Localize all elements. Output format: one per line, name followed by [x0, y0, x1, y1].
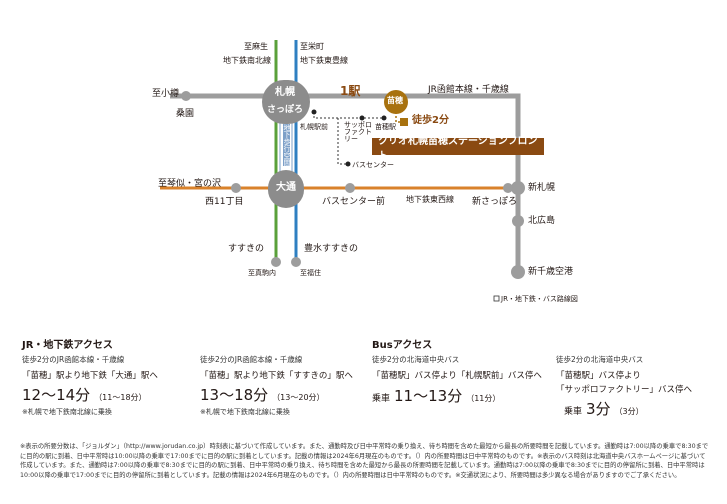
label-makomanai: 至真駒内: [248, 269, 276, 277]
property-name-banner: クリオ札幌苗穂ステーションフロント: [372, 136, 544, 162]
rail-route1-line2: 「苗穂」駅より地下鉄「大通」駅へ: [22, 371, 158, 381]
bus-route1-line1: 徒歩2分の北海道中央バス: [372, 355, 460, 364]
susukino-marker: [271, 257, 281, 267]
kitahiroshima-marker: [512, 215, 524, 227]
naebo-station-marker: [384, 90, 408, 114]
bus-stop-center: [345, 161, 351, 167]
rail-route1-note: ※札幌で地下鉄南北線に乗換: [22, 408, 112, 416]
footnote: ※表示の所要分数は、「ジョルダン」（http://www.jorudan.co.…: [20, 443, 709, 479]
bus-stop-factory: [359, 115, 365, 121]
bus-center-mae-marker: [345, 183, 355, 193]
bus-route-sapporo: [313, 112, 384, 119]
rail-route2-time: 13〜18分: [200, 386, 269, 404]
shin-sapporo-jr-marker: [511, 181, 525, 195]
label-chikaho: 地下歩行空間: [283, 124, 291, 166]
bus-route2-line2: 「苗穂駅」バス停より: [556, 371, 641, 381]
rail-route2-detail: （13〜20分）: [272, 393, 325, 402]
rail-access-title: JR・地下鉄アクセス: [22, 336, 113, 351]
rail-route2-line2: 「苗穂」駅より地下鉄「すすきの」駅へ: [200, 371, 353, 381]
label-one-station: 1駅: [340, 84, 361, 98]
rail-route2-line1: 徒歩2分のJR函館本線・千歳線: [200, 355, 303, 364]
legend-label: JR・地下鉄・バス路線図: [501, 295, 578, 303]
sapporo-hub: [262, 80, 310, 124]
label-walk-2min: 徒歩2分: [412, 115, 449, 126]
label-bus-center: バスセンター: [352, 161, 394, 169]
rail-access-route-susukino: 徒歩2分のJR函館本線・千歳線 「苗穂」駅より地下鉄「すすきの」駅へ 13〜18…: [200, 354, 375, 417]
label-otaru: 至小樽: [152, 89, 180, 99]
label-sapporo-kanji: 札幌: [275, 87, 295, 98]
bus-route1-prefix: 乗車: [372, 394, 391, 404]
label-kotoni: 至琴似・宮の沢: [158, 179, 222, 189]
hosui-susukino-marker: [291, 257, 301, 267]
bus-route2-line1: 徒歩2分の北海道中央バス: [556, 355, 644, 364]
label-naebo-eki: 苗穂駅: [375, 123, 396, 131]
bus-stop-sapporo-eki: [311, 109, 317, 115]
bus-access-route-factory: 徒歩2分の北海道中央バス 「苗穂駅」バス停より 「サッポロファクトリー」バス停へ…: [556, 354, 721, 419]
label-sapporo-eki-mae: 札幌駅前: [300, 123, 328, 131]
bus-route1-line2: 「苗穂駅」バス停より「札幌駅前」バス停へ: [372, 371, 542, 381]
rail-route1-detail: （11〜18分）: [94, 393, 147, 402]
rail-route1-line1: 徒歩2分のJR函館本線・千歳線: [22, 355, 125, 364]
label-shin-sapporo-jr: 新札幌: [528, 183, 556, 193]
bus-route2-detail: （3分）: [614, 407, 644, 416]
legend-box: [493, 295, 500, 302]
bus-route-center: [337, 118, 348, 165]
nishi11-marker: [231, 183, 241, 193]
label-hakodate-line: JR函館本線・千歳線: [428, 85, 509, 95]
label-hosui-susukino: 豊水すすきの: [304, 244, 359, 254]
label-bus-center-mae: バスセンター前: [322, 197, 386, 207]
route-map: [160, 40, 525, 302]
shin-sapporo-sub-marker: [503, 183, 513, 193]
label-odori: 大通: [276, 182, 296, 193]
label-sapporo-factory: サッポロファクトリー: [344, 121, 372, 143]
bus-route2-prefix: 乗車: [564, 407, 583, 417]
label-toho-line: 地下鉄東豊線: [300, 56, 348, 65]
odori-hub: [268, 170, 304, 208]
bus-access-heading: Busアクセス: [372, 340, 433, 351]
kuwazono-station-marker: [181, 91, 191, 101]
label-naebo: 苗穂: [387, 96, 403, 105]
label-asabu: 至麻生: [244, 42, 268, 51]
bus-route2-time: 3分: [586, 400, 611, 418]
bus-stop-naebo: [381, 115, 387, 121]
bus-access-title: Busアクセス: [372, 336, 432, 351]
label-shin-sapporo-sub: 新さっぽろ: [472, 197, 518, 207]
rail-access-heading: JR・地下鉄アクセス: [22, 340, 113, 351]
label-tozai-line: 地下鉄東西線: [406, 195, 454, 204]
bus-route1-time: 11〜13分: [394, 387, 463, 405]
rail-route2-note: ※札幌で地下鉄南北線に乗換: [200, 408, 290, 416]
label-susukino: すすきの: [228, 244, 265, 254]
label-sapporo-kana: さっぽろ: [267, 105, 304, 115]
bus-route2-line3: 「サッポロファクトリー」バス停へ: [556, 385, 693, 395]
rail-route1-time: 12〜14分: [22, 386, 91, 404]
label-nishi11: 西11丁目: [205, 197, 244, 207]
label-namboku-line: 地下鉄南北線: [223, 56, 271, 65]
label-kuwazono: 桑園: [176, 109, 195, 119]
bus-route1-detail: （11分）: [466, 394, 501, 403]
label-kitahiroshima: 北広島: [528, 216, 556, 226]
property-marker: [400, 118, 408, 126]
label-fukuzumi: 至福住: [300, 269, 321, 277]
new-chitose-marker: [511, 265, 525, 279]
rail-access-route-odori: 徒歩2分のJR函館本線・千歳線 「苗穂」駅より地下鉄「大通」駅へ 12〜14分（…: [22, 354, 187, 417]
label-sakaemachi: 至栄町: [300, 42, 324, 51]
label-new-chitose: 新千歳空港: [528, 267, 574, 277]
